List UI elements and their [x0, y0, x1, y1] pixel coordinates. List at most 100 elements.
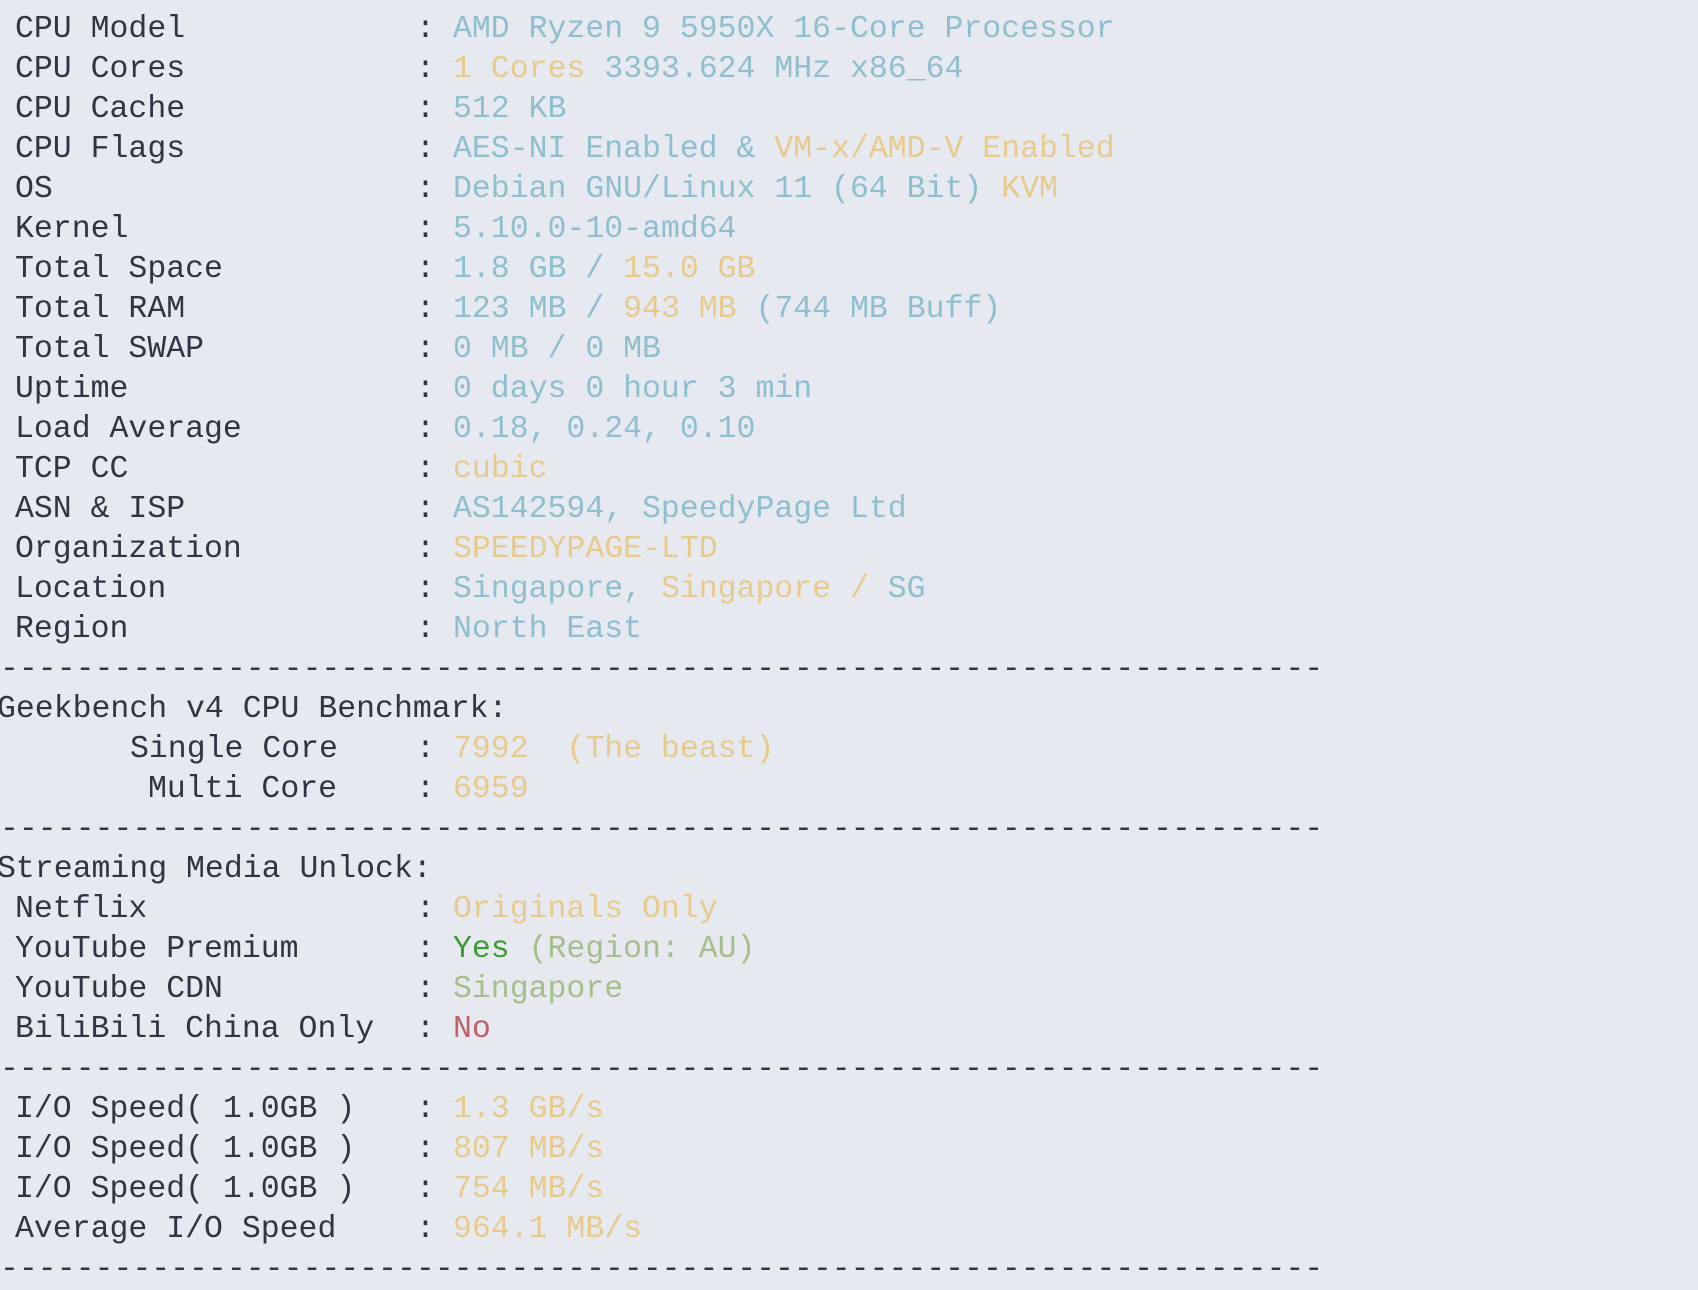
- multi-core-value-part: 6959: [453, 772, 529, 807]
- uptime-value: 0 days 0 hour 3 min: [453, 370, 812, 410]
- os-label: OS: [15, 172, 53, 207]
- colon-separator: :: [416, 532, 435, 567]
- tcp-cc-line: TCP CC:cubic: [0, 450, 1698, 490]
- colon-separator: :: [416, 332, 435, 367]
- cpu-model-label: CPU Model: [15, 12, 186, 47]
- divider-line: ----------------------------------------…: [0, 812, 1324, 847]
- single-core-value: 7992 (The beast): [453, 730, 774, 770]
- divider-line: ----------------------------------------…: [0, 652, 1324, 687]
- kernel-label: Kernel: [15, 212, 129, 247]
- average-io-speed-value: 964.1 MB/s: [453, 1210, 642, 1250]
- organization-value-part: SPEEDYPAGE-LTD: [453, 532, 718, 567]
- io-speed-3-line: I/O Speed( 1.0GB ):754 MB/s: [0, 1170, 1698, 1210]
- cpu-cache-line: CPU Cache:512 KB: [0, 90, 1698, 130]
- colon-separator: :: [416, 292, 435, 327]
- total-swap-label: Total SWAP: [15, 332, 205, 367]
- io-speed-1-value: 1.3 GB/s: [453, 1090, 604, 1130]
- total-ram-value: 123 MB / 943 MB (744 MB Buff): [453, 290, 1001, 330]
- io-speed-3-value: 754 MB/s: [453, 1170, 604, 1210]
- divider-line: ----------------------------------------…: [0, 1252, 1324, 1287]
- io-speed-2-value: 807 MB/s: [453, 1130, 604, 1170]
- average-io-speed-label: Average I/O Speed: [15, 1212, 337, 1247]
- youtube-cdn-value: Singapore: [453, 970, 623, 1010]
- single-core-label: Single Core: [130, 732, 338, 767]
- youtube-premium-value-part: Yes: [453, 932, 529, 967]
- youtube-premium-label: YouTube Premium: [15, 932, 299, 967]
- youtube-cdn-value-part: Singapore: [453, 972, 624, 1007]
- kernel-value-part: 5.10.0-10-amd64: [453, 212, 737, 247]
- colon-separator: :: [416, 732, 435, 767]
- load-average-line: Load Average:0.18, 0.24, 0.10: [0, 410, 1698, 450]
- colon-separator: :: [416, 972, 435, 1007]
- colon-separator: :: [416, 212, 435, 247]
- divider-line: ----------------------------------------…: [0, 810, 1698, 850]
- streaming-header-line: Streaming Media Unlock:: [0, 850, 1698, 890]
- colon-separator: :: [416, 1092, 435, 1127]
- tcp-cc-value-part: cubic: [453, 452, 548, 487]
- colon-separator: :: [416, 412, 435, 447]
- cpu-cache-value: 512 KB: [453, 90, 566, 130]
- cpu-cores-value-part: 3393.624 MHz x86_64: [604, 52, 964, 87]
- colon-separator: :: [416, 252, 435, 287]
- colon-separator: :: [416, 92, 435, 127]
- asn-isp-line: ASN & ISP: AS142594, SpeedyPage Ltd: [0, 490, 1698, 530]
- cpu-model-value: AMD Ryzen 9 5950X 16-Core Processor: [453, 10, 1115, 50]
- youtube-cdn-line: YouTube CDN:Singapore: [0, 970, 1698, 1010]
- multi-core-line: Multi Core:6959: [0, 770, 1698, 810]
- colon-separator: :: [416, 1172, 435, 1207]
- io-speed-1-line: I/O Speed( 1.0GB ):1.3 GB/s: [0, 1090, 1698, 1130]
- colon-separator: :: [416, 492, 435, 527]
- section-header: Streaming Media Unlock:: [0, 852, 432, 887]
- colon-separator: :: [416, 892, 435, 927]
- io-speed-2-line: I/O Speed( 1.0GB ):807 MB/s: [0, 1130, 1698, 1170]
- load-average-value: 0.18, 0.24, 0.10: [453, 410, 755, 450]
- average-io-speed-value-part: 964.1 MB/s: [453, 1212, 643, 1247]
- organization-label: Organization: [15, 532, 242, 567]
- location-value-part: SG: [887, 572, 926, 607]
- colon-separator: :: [416, 172, 435, 207]
- asn-isp-label: ASN & ISP: [15, 492, 186, 527]
- multi-core-value: 6959: [453, 770, 529, 810]
- asn-isp-value: AS142594, SpeedyPage Ltd: [453, 490, 907, 530]
- cpu-flags-value: AES-NI Enabled & VM-x/AMD-V Enabled: [453, 130, 1115, 170]
- colon-separator: :: [416, 132, 435, 167]
- bilibili-line: BiliBili China Only:No: [0, 1010, 1698, 1050]
- geekbench-header-line: Geekbench v4 CPU Benchmark:: [0, 690, 1698, 730]
- io-speed-1-label: I/O Speed( 1.0GB ): [15, 1092, 356, 1127]
- colon-separator: :: [416, 372, 435, 407]
- total-ram-value-part: 943 MB: [623, 292, 737, 327]
- cpu-flags-label: CPU Flags: [15, 132, 186, 167]
- cpu-cores-value: 1 Cores 3393.624 MHz x86_64: [453, 50, 963, 90]
- total-ram-value-part: (744 MB Buff): [736, 292, 1002, 327]
- single-core-value-part: (The beast): [566, 732, 775, 767]
- region-label: Region: [15, 612, 129, 647]
- single-core-value-part: 7992: [453, 732, 567, 767]
- total-ram-line: Total RAM:123 MB / 943 MB (744 MB Buff): [0, 290, 1698, 330]
- location-value-part: Singapore /: [660, 572, 888, 607]
- organization-line: Organization: SPEEDYPAGE-LTD: [0, 530, 1698, 570]
- cpu-cores-label: CPU Cores: [15, 52, 186, 87]
- total-space-value: 1.8 GB / 15.0 GB: [453, 250, 755, 290]
- io-speed-2-label: I/O Speed( 1.0GB ): [15, 1132, 356, 1167]
- kernel-value: 5.10.0-10-amd64: [453, 210, 737, 250]
- region-value: North East: [453, 610, 642, 650]
- cpu-cores-value-part: 1 Cores: [453, 52, 605, 87]
- total-swap-value: 0 MB / 0 MB: [453, 330, 661, 370]
- total-swap-value-part: 0 MB / 0 MB: [453, 332, 661, 367]
- colon-separator: :: [416, 1132, 435, 1167]
- multi-core-label: Multi Core: [148, 772, 338, 807]
- colon-separator: :: [416, 1212, 435, 1247]
- total-ram-label: Total RAM: [15, 292, 186, 327]
- uptime-line: Uptime:0 days 0 hour 3 min: [0, 370, 1698, 410]
- location-value: Singapore, Singapore / SG: [453, 570, 926, 610]
- total-swap-line: Total SWAP:0 MB / 0 MB: [0, 330, 1698, 370]
- netflix-line: Netflix:Originals Only: [0, 890, 1698, 930]
- os-value-part: Debian GNU/Linux 11 (64 Bit): [453, 172, 1002, 207]
- colon-separator: :: [416, 1012, 435, 1047]
- cpu-flags-value-part: VM-x/AMD-V Enabled: [774, 132, 1115, 167]
- location-value-part: Singapore,: [453, 572, 661, 607]
- uptime-value-part: 0 days 0 hour 3 min: [453, 372, 813, 407]
- region-value-part: North East: [453, 612, 643, 647]
- bilibili-label: BiliBili China Only: [15, 1012, 375, 1047]
